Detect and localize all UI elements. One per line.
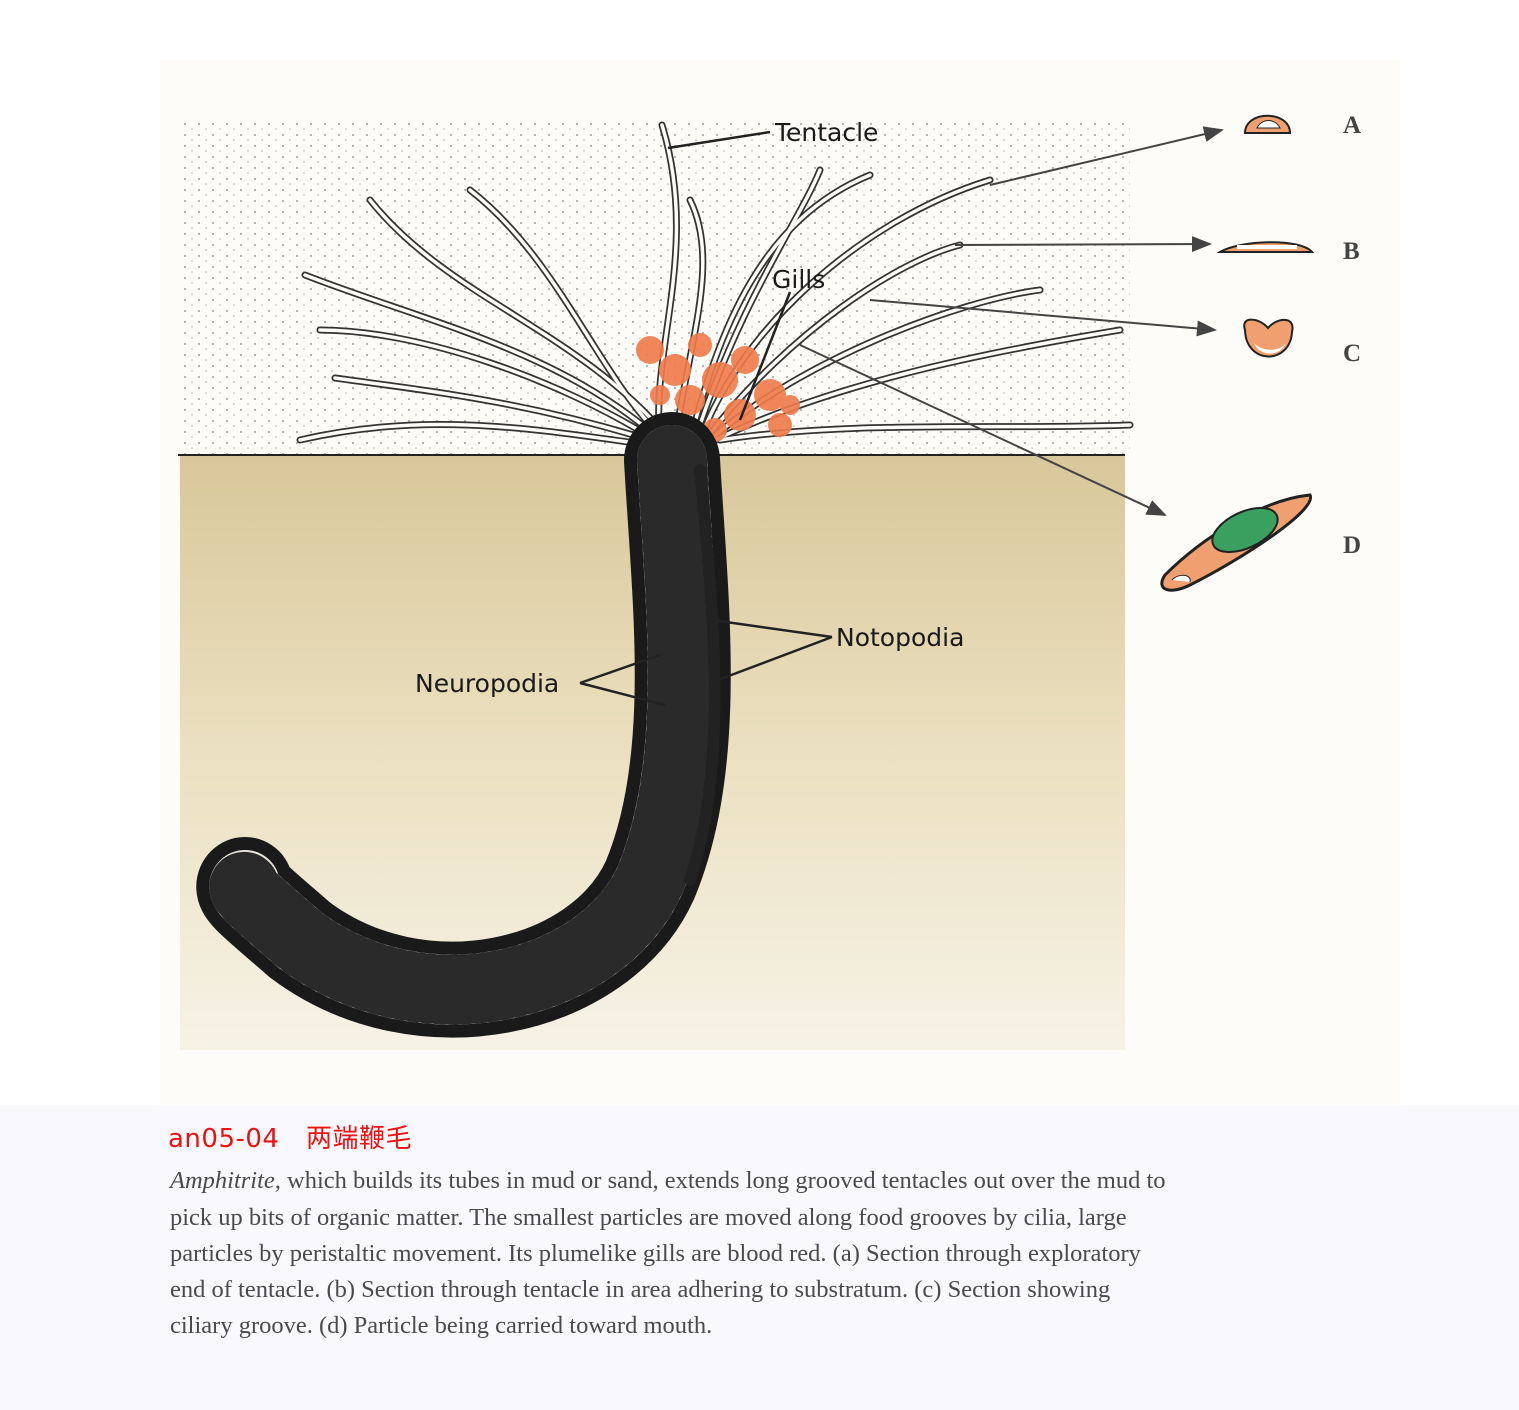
- section-b-shape: [1216, 241, 1315, 253]
- gills: [636, 333, 800, 442]
- section-d-shape: [1160, 493, 1312, 592]
- section-a-shape: [1243, 114, 1292, 134]
- water-stipple: [180, 120, 1130, 455]
- section-label-b: B: [1343, 238, 1360, 265]
- label-notopodia: Notopodia: [836, 623, 964, 652]
- caption-text: ciliary groove. (d) Particle being carri…: [170, 1312, 713, 1339]
- figure-id: an05-04 两端鞭毛: [168, 1124, 412, 1154]
- label-gills: Gills: [772, 265, 825, 294]
- caption-genus: Amphitrite,: [170, 1167, 281, 1194]
- caption-line: ciliary groove. (d) Particle being carri…: [170, 1312, 712, 1340]
- caption-text: end of tentacle. (b) Section through ten…: [170, 1276, 1111, 1303]
- label-neuropodia: Neuropodia: [415, 669, 559, 698]
- section-label-d: D: [1343, 532, 1361, 559]
- caption-line: Amphitrite, which builds its tubes in mu…: [170, 1167, 1166, 1195]
- section-label-c: C: [1343, 340, 1361, 367]
- caption-line: particles by peristaltic movement. Its p…: [170, 1240, 1141, 1268]
- caption-area: [0, 1105, 1519, 1410]
- amphitrite-diagram: Tentacle Gills Notopodia Neuropodia A B …: [178, 112, 1362, 1050]
- worm-body: [196, 412, 731, 1038]
- caption-text: particles by peristaltic movement. Its p…: [170, 1240, 1141, 1267]
- section-c-shape: [1243, 318, 1294, 358]
- caption-line: pick up bits of organic matter. The smal…: [170, 1204, 1127, 1232]
- caption-text: which builds its tubes in mud or sand, e…: [280, 1167, 1166, 1194]
- label-tentacle: Tentacle: [774, 118, 878, 147]
- caption-text: pick up bits of organic matter. The smal…: [170, 1204, 1127, 1231]
- caption-line: end of tentacle. (b) Section through ten…: [170, 1276, 1110, 1304]
- section-label-a: A: [1343, 112, 1361, 139]
